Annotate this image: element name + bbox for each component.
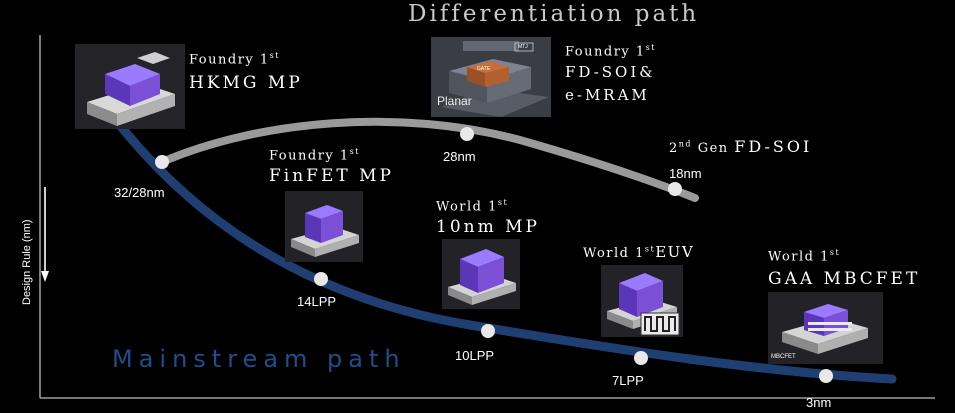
node-dot-3nm — [819, 369, 833, 383]
caption-fdsoi-line1: Foundry 1st — [565, 43, 656, 60]
node-label-28nm: 28nm — [443, 149, 476, 164]
differentiation-curve — [158, 117, 699, 202]
hkmg-transistor-image — [75, 44, 185, 129]
caption-fdsoi-line3: e-MRAM — [565, 86, 650, 104]
node-label-10lpp: 10LPP — [455, 348, 495, 363]
finfet-transistor-image — [285, 191, 363, 262]
caption-10nm-line2: 10nm MP — [436, 217, 540, 237]
node-label-3nm: 3nm — [806, 395, 832, 410]
caption-hkmg-line1: Foundry 1st — [189, 51, 280, 68]
node-dot-18nm — [668, 182, 682, 196]
caption-gaa-line2: GAA MBCFET — [768, 269, 921, 289]
node-label-32-28nm: 32/28nm — [114, 185, 165, 200]
node-label-14lpp: 14LPP — [297, 294, 337, 309]
node-dot-10lpp — [481, 324, 495, 338]
mbcfet-thumb-label: MBCFET — [771, 354, 796, 360]
mainstream-curve — [107, 110, 897, 384]
node-dot-32-28nm — [155, 155, 169, 169]
caption-gaa-line1: World 1st — [768, 248, 841, 265]
y-axis-label: Design Rule (nm) — [21, 219, 33, 305]
y-axis-down-arrow-icon — [41, 187, 49, 282]
caption-fdsoi-line2: FD-SOI& — [565, 63, 656, 81]
euv-transistor-image — [601, 265, 683, 337]
gate-thumb-label: GATE — [477, 66, 491, 72]
node-dot-14lpp — [314, 272, 328, 286]
node-dot-28nm — [460, 127, 474, 141]
gaa-mbcfet-image: MBCFET — [768, 292, 883, 364]
node-label-18nm: 18nm — [669, 166, 702, 181]
node-label-7lpp: 7LPP — [612, 373, 644, 388]
caption-finfet-line2: FinFET MP — [269, 166, 394, 186]
caption-euv: World 1stEUV — [583, 243, 695, 261]
node-dot-7lpp — [634, 351, 648, 365]
differentiation-path-title: Differentiation path — [408, 1, 700, 27]
fdsoi-mram-image: Planar GATE MTJ — [431, 37, 551, 117]
mainstream-path-title: Mainstream path — [112, 345, 406, 373]
caption-hkmg-line2: HKMG MP — [189, 73, 303, 93]
caption-finfet-line1: Foundry 1st — [269, 147, 360, 164]
caption-2nd-gen-fdsoi: 2nd Gen FD-SOI — [669, 137, 813, 156]
caption-10nm-line1: World 1st — [436, 198, 509, 215]
10nm-transistor-image — [442, 239, 520, 309]
planar-thumb-label: Planar — [437, 94, 472, 108]
mtj-thumb-label: MTJ — [518, 44, 528, 50]
